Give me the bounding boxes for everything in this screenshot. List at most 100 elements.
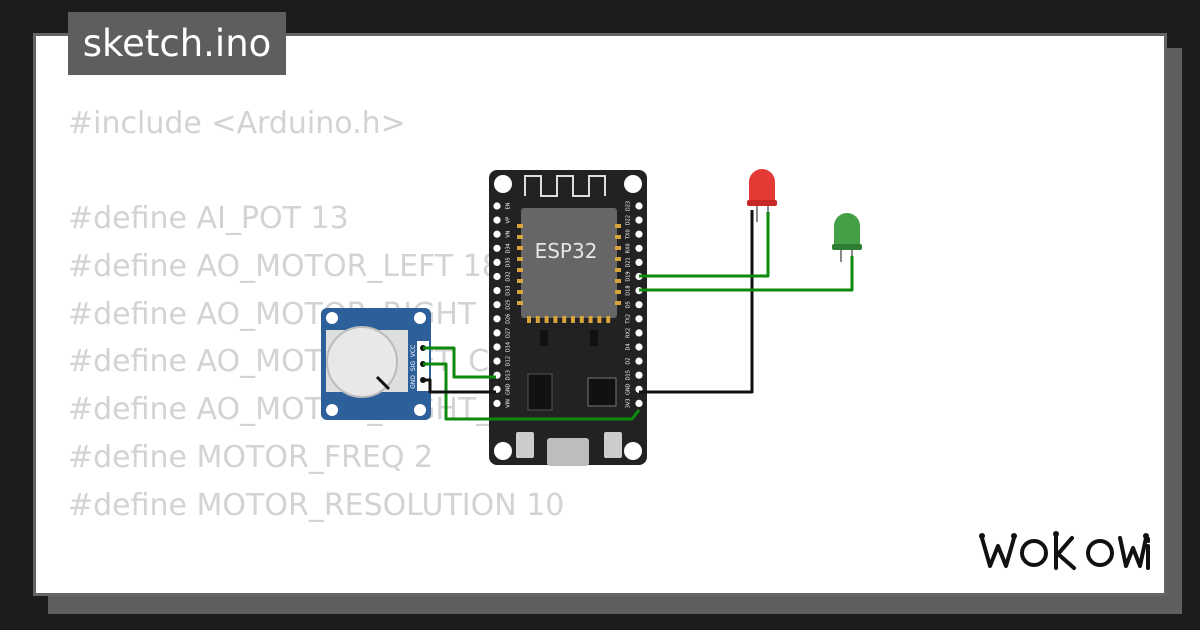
antenna-trace: [524, 175, 606, 197]
shield-pad: [527, 316, 531, 323]
esp32-pin[interactable]: [635, 357, 643, 365]
shield-pad: [606, 316, 611, 323]
regulator: [527, 373, 553, 411]
right-pin-header: D23D22TX0RX0D21D19D18D5TX2RX2D4D2D15GND3…: [626, 201, 643, 408]
esp32-pin-label: GND: [626, 383, 632, 395]
esp32-pin[interactable]: [493, 301, 501, 309]
esp32-pin[interactable]: [493, 244, 501, 252]
esp32-pin[interactable]: [635, 343, 643, 351]
esp32-pin-label: D4: [626, 343, 632, 350]
esp32-pin[interactable]: [493, 230, 501, 238]
mount-hole: [326, 404, 338, 416]
wire-gnd-left[interactable]: [423, 378, 496, 394]
mount-hole: [414, 404, 426, 416]
shield-pad: [517, 268, 523, 272]
esp32-pin[interactable]: [493, 258, 501, 266]
shield-pad: [615, 279, 621, 283]
shield-pad: [615, 246, 621, 250]
mount-hole: [624, 175, 642, 193]
esp32-pin[interactable]: [493, 343, 501, 351]
esp32-pin-label: VN: [506, 230, 512, 237]
esp32-pin-label: D18: [626, 285, 632, 295]
esp32-pin[interactable]: [635, 244, 643, 252]
esp32-board[interactable]: ESP32 ENVPVND34D35D32D33D25D26D27D14D12D…: [489, 170, 647, 466]
shield-pad: [615, 301, 621, 305]
esp32-pin[interactable]: [635, 371, 643, 379]
shield-pad: [517, 257, 523, 261]
wire-gnd-right[interactable]: [639, 210, 754, 394]
esp32-pin[interactable]: [493, 272, 501, 281]
pot-pin-label: VCC: [410, 345, 417, 357]
mount-hole: [624, 442, 642, 460]
esp32-pin[interactable]: [493, 202, 501, 210]
mount-hole: [494, 442, 512, 460]
esp32-pin[interactable]: [635, 399, 643, 407]
led-red-body: [749, 169, 775, 204]
esp32-pin-label: VIN: [506, 399, 512, 408]
file-tab[interactable]: sketch.ino: [68, 12, 286, 75]
wire-red-led[interactable]: [639, 212, 770, 278]
wokwi-logo: [979, 531, 1150, 570]
esp32-label: ESP32: [535, 239, 598, 263]
shield-pad: [615, 290, 621, 294]
esp32-pin-label: TX2: [626, 314, 632, 325]
esp32-pin-label: D34: [506, 243, 512, 253]
shield-pad: [579, 316, 584, 323]
shield-pad: [615, 268, 621, 272]
reset-button[interactable]: [604, 432, 622, 458]
esp32-pin-label: D14: [506, 342, 512, 352]
esp32-pin[interactable]: [493, 329, 501, 337]
wires: [423, 210, 854, 421]
code-line: #define AI_POT 13: [68, 201, 349, 237]
esp32-pin[interactable]: [493, 357, 501, 365]
shield-pad: [597, 316, 602, 323]
esp32-pin-label: RX0: [626, 243, 632, 253]
esp32-pin-label: D15: [626, 370, 632, 380]
wire-vcc[interactable]: [423, 346, 496, 379]
shield-pad: [571, 316, 575, 323]
esp32-pin[interactable]: [635, 315, 643, 323]
esp32-pin[interactable]: [635, 258, 643, 266]
usb-port: [547, 438, 589, 466]
esp32-pin-label: D19: [626, 271, 632, 281]
esp32-pin-label: D2: [626, 358, 632, 365]
esp32-pin-label: D5: [626, 301, 632, 308]
boot-button[interactable]: [516, 432, 534, 458]
esp32-pin[interactable]: [635, 329, 643, 337]
esp32-pin-label: D23: [626, 201, 632, 211]
shield-pad: [535, 316, 540, 323]
esp32-pin[interactable]: [493, 315, 501, 323]
esp32-pin[interactable]: [635, 230, 643, 238]
pot-pin-label: SIG: [410, 361, 417, 372]
esp32-pin-label: EN: [506, 202, 512, 209]
led-green[interactable]: [832, 213, 862, 262]
esp32-pin[interactable]: [635, 202, 643, 210]
led-green-rim: [832, 244, 862, 250]
code-line: #include <Arduino.h>: [68, 106, 406, 141]
esp32-pin-label: VP: [506, 217, 512, 223]
esp32-shield: ESP32: [517, 208, 621, 323]
mount-hole: [494, 175, 512, 193]
esp32-pin-label: 3V3: [626, 399, 632, 409]
esp32-pin-label: D27: [506, 328, 512, 338]
shield-pad: [517, 290, 523, 294]
shield-pad: [517, 301, 523, 305]
shield-pad: [615, 224, 621, 228]
shield-pad: [562, 316, 567, 323]
code-line: #define AO_MOTOR_LEFT 18: [68, 249, 501, 285]
esp32-pin[interactable]: [493, 399, 501, 407]
esp32-pin[interactable]: [493, 287, 501, 295]
wire-green-led[interactable]: [639, 256, 854, 292]
shield-pad: [615, 257, 621, 261]
esp32-pin[interactable]: [493, 216, 501, 224]
mount-hole: [326, 312, 338, 324]
mount-hole: [414, 312, 426, 324]
esp32-pin-label: RX2: [626, 328, 632, 338]
shield-pad: [615, 235, 621, 239]
led-green-body: [834, 213, 860, 248]
wire-sig[interactable]: [423, 362, 641, 421]
esp32-pin[interactable]: [635, 301, 643, 309]
esp32-pin[interactable]: [635, 216, 643, 224]
potentiometer-module[interactable]: VCC SIG GND: [321, 308, 431, 420]
pot-pin-label: GND: [410, 375, 417, 389]
